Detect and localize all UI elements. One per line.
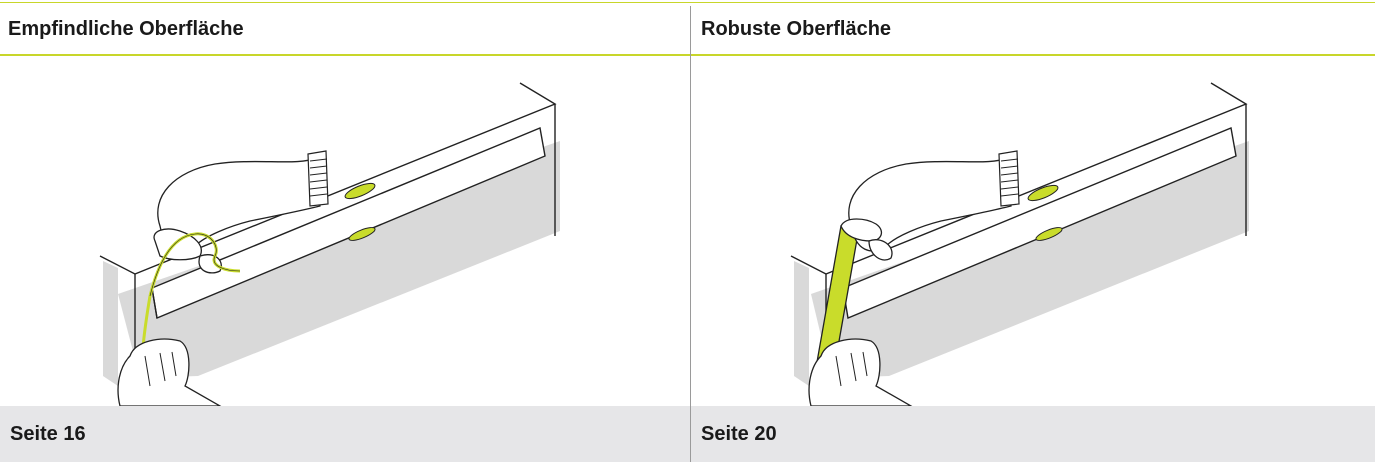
footer-page-ref-right: Seite 20: [691, 406, 1375, 462]
top-rule: [0, 2, 1375, 4]
footer-page-ref-left: Seite 16: [0, 406, 691, 462]
illustration-robust-surface: [691, 56, 1375, 406]
illustration-sensitive-surface: [0, 56, 691, 406]
column-divider: [690, 6, 691, 462]
header-sensitive-surface: Empfindliche Oberfläche: [0, 4, 691, 56]
header-robust-surface: Robuste Oberfläche: [691, 4, 1375, 56]
hand-string-illustration: [99, 82, 560, 406]
hand-strip-illustration: [790, 82, 1249, 406]
